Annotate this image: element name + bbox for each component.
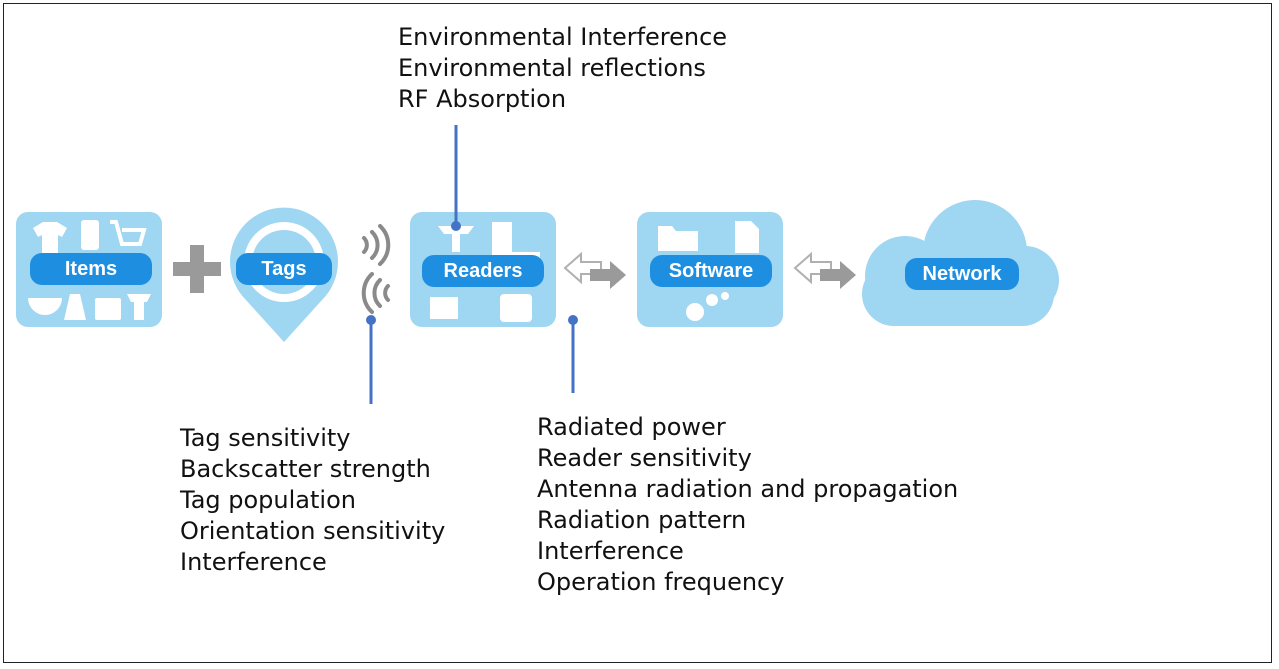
factor-text: Antenna radiation and propagation [537,475,959,503]
software-label: Software [650,255,772,287]
environment-factors: Environmental Interference Environmental… [398,22,727,115]
phone-icon [81,220,99,250]
gift-icon [127,294,151,320]
cart-icon [110,220,147,246]
plus-icon [173,245,221,293]
tag-factors: Tag sensitivity Backscatter strength Tag… [180,423,445,578]
factor-text: Tag sensitivity [180,424,351,452]
reader-antenna-icon [438,226,474,252]
factor-text: Environmental Interference [398,23,728,51]
shirt-icon [33,222,67,253]
factor-text: Radiation pattern [537,506,747,534]
chip-icon [430,297,458,319]
module-icon [500,294,532,322]
factor-text: Orientation sensitivity [180,517,446,545]
diagram-frame [3,3,1272,663]
bidirectional-arrow-icon [563,251,626,289]
bidirectional-arrow-icon [793,251,856,289]
reader-factors: Radiated power Reader sensitivity Antenn… [537,412,958,598]
gears-icon [686,292,729,321]
bowl-icon [28,298,62,315]
tags-label: Tags [236,253,332,285]
factor-text: Tag population [180,486,356,514]
connector-lines [366,125,578,404]
network-label: Network [905,258,1019,290]
folder-icon [658,226,698,251]
items-label: Items [30,253,152,285]
document-icon [735,221,759,253]
factor-text: Environmental reflections [398,54,706,82]
readers-label: Readers [422,255,544,287]
handheld-reader-icon [492,222,540,262]
factor-text: RF Absorption [398,85,567,113]
wallet-icon [95,298,121,320]
factor-text: Backscatter strength [180,455,431,483]
signal-waves-icon [361,224,391,314]
factor-text: Interference [180,548,327,576]
factor-text: Interference [537,537,684,565]
factor-text: Reader sensitivity [537,444,752,472]
factor-text: Operation frequency [537,568,785,596]
factor-text: Radiated power [537,413,726,441]
